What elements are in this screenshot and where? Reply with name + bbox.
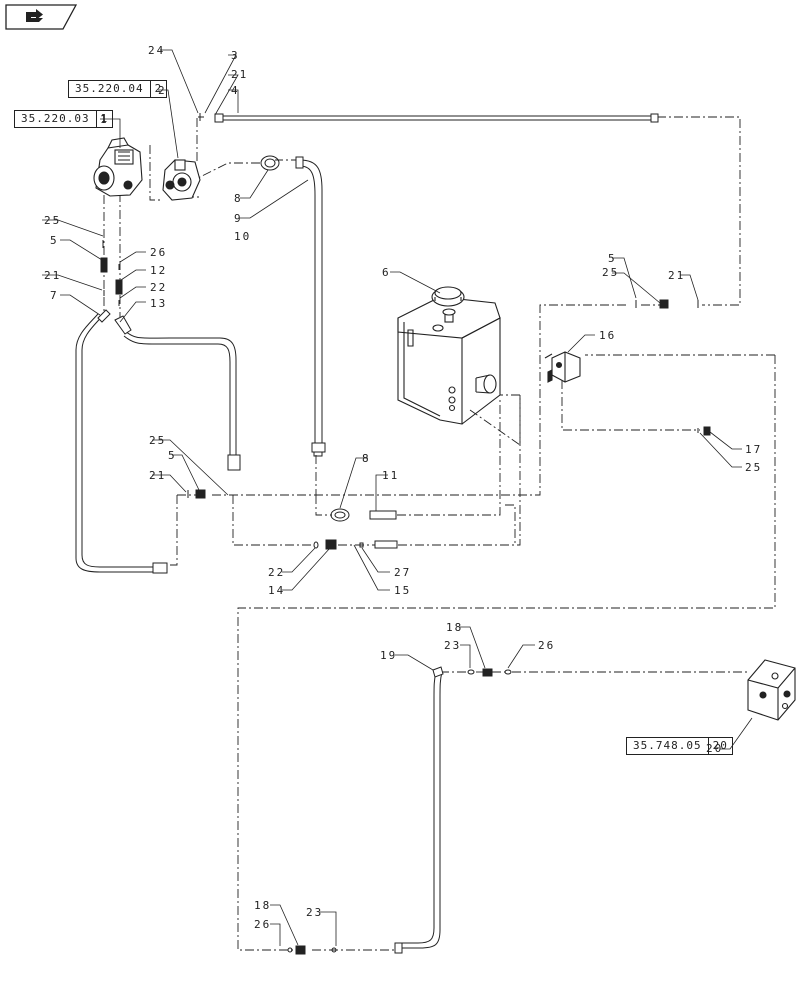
pipe-item-11	[330, 508, 397, 522]
callout-number[interactable]: 23	[444, 639, 461, 652]
callout-number[interactable]: 1	[100, 113, 109, 126]
callout-number[interactable]: 8	[234, 192, 243, 205]
pump-item-2	[162, 159, 201, 201]
callout-number[interactable]: 26	[254, 918, 271, 931]
callout-number[interactable]: 25	[44, 214, 61, 227]
callout-number[interactable]: 5	[50, 234, 59, 247]
callout-number[interactable]: 18	[446, 621, 463, 634]
elbow-item-14	[325, 539, 337, 550]
callout-number[interactable]: 21	[44, 269, 61, 282]
callout-number[interactable]: 14	[268, 584, 285, 597]
callout-number[interactable]: 18	[254, 899, 271, 912]
callout-number[interactable]: 7	[50, 289, 59, 302]
callout-number[interactable]: 9	[234, 212, 243, 225]
adapter-item-12	[115, 264, 123, 306]
hose-item-9	[295, 156, 326, 457]
callout-number[interactable]: 2	[158, 84, 167, 97]
callout-number[interactable]: 21	[231, 68, 248, 81]
pump-item-1	[93, 137, 143, 197]
ref-code: 35.220.04	[69, 81, 151, 97]
callout-number[interactable]: 23	[306, 906, 323, 919]
callout-number[interactable]: 8	[362, 452, 371, 465]
hose-item-7	[75, 309, 168, 574]
callout-number[interactable]: 5	[168, 449, 177, 462]
callout-number[interactable]: 11	[382, 469, 399, 482]
callout-number[interactable]: 12	[150, 264, 167, 277]
callout-number[interactable]: 21	[149, 469, 166, 482]
callout-number[interactable]: 15	[394, 584, 411, 597]
reservoir-item-6	[397, 286, 501, 425]
callout-number[interactable]: 3	[231, 49, 240, 62]
ref-item: 1	[100, 112, 109, 125]
callout-number[interactable]: 22	[268, 566, 285, 579]
ref-box-35-220-04[interactable]: 35.220.04 2	[68, 80, 168, 98]
callout-number[interactable]: 6	[382, 266, 391, 279]
adapter-item-18-lower	[295, 945, 306, 955]
valve-block-item-20	[747, 659, 796, 721]
callout-number[interactable]: 25	[149, 434, 166, 447]
callout-number[interactable]: 20	[706, 742, 723, 755]
callout-number[interactable]: 21	[668, 269, 685, 282]
callout-number[interactable]: 26	[538, 639, 555, 652]
callout-number[interactable]: 24	[148, 44, 165, 57]
callout-number[interactable]: 22	[150, 281, 167, 294]
callout-number[interactable]: 25	[602, 266, 619, 279]
callout-number[interactable]: 13	[150, 297, 167, 310]
o-ring-item-8	[260, 155, 280, 171]
adapter-item-5-left	[100, 240, 108, 296]
callout-number[interactable]: 26	[150, 246, 167, 259]
callout-number[interactable]: 16	[599, 329, 616, 342]
arrow-next-page-icon	[5, 4, 78, 30]
valve-item-16	[544, 351, 581, 383]
pipe-item-4	[214, 113, 659, 123]
leader-lines	[42, 49, 753, 946]
adapter-item-18	[482, 668, 493, 677]
callout-number[interactable]: 25	[745, 461, 762, 474]
callout-number[interactable]: 19	[380, 649, 397, 662]
routing-lines	[103, 116, 776, 951]
callout-number[interactable]: 17	[745, 443, 762, 456]
callout-number[interactable]: 27	[394, 566, 411, 579]
ref-item: 2	[154, 82, 163, 95]
callout-number[interactable]: 4	[231, 84, 240, 97]
fitting-item-17	[703, 426, 711, 436]
ref-box-35-220-03[interactable]: 35.220.03 1	[14, 110, 114, 128]
ref-code: 35.748.05	[627, 738, 709, 754]
fitting-item-3	[198, 113, 204, 121]
hose-item-13	[114, 315, 241, 471]
pipe-item-15	[359, 540, 398, 549]
next-page-button[interactable]	[5, 4, 78, 30]
ref-code: 35.220.03	[15, 111, 97, 127]
hose-item-19	[394, 666, 444, 954]
adapter-item-5-mid	[195, 489, 206, 499]
adapter-item-5-right	[659, 299, 669, 309]
callout-number[interactable]: 5	[608, 252, 617, 265]
callout-number[interactable]: 10	[234, 230, 251, 243]
